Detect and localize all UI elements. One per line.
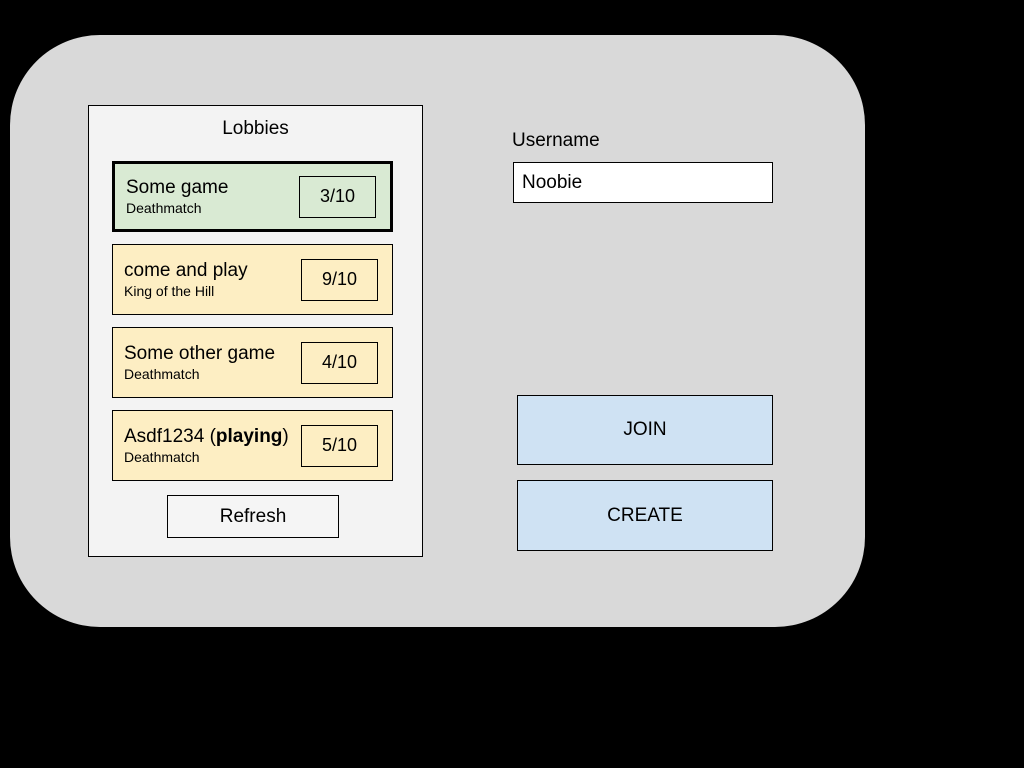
lobby-name-segment: ) [282,426,289,447]
lobby-player-count-badge: 5/10 [301,424,378,467]
lobby-item[interactable]: Asdf1234 (playing) Deathmatch 5/10 [112,410,393,481]
lobbies-panel: Lobbies Some game Deathmatch 3/10 come a… [88,105,423,557]
create-button[interactable]: CREATE [517,480,773,551]
lobby-mode: Deathmatch [124,366,200,382]
lobbies-title: Lobbies [222,118,289,139]
lobby-player-count-badge: 9/10 [301,258,378,301]
lobby-mode: Deathmatch [124,449,200,465]
lobby-name-segment: Some game [126,177,229,198]
lobby-name: come and play [124,259,301,283]
lobby-name: Some game [126,176,299,200]
lobby-player-count-badge: 3/10 [299,175,376,218]
lobby-info: Asdf1234 (playing) Deathmatch [113,425,301,466]
lobby-name-segment: Asdf1234 ( [124,426,216,447]
lobby-info: Some game Deathmatch [115,176,299,217]
lobby-item[interactable]: Some game Deathmatch 3/10 [112,161,393,232]
lobby-name: Some other game [124,342,301,366]
lobby-info: Some other game Deathmatch [113,342,301,383]
lobby-name-segment: Some other game [124,343,276,364]
lobby-name: Asdf1234 (playing) [124,425,301,449]
username-label: Username [512,130,600,151]
lobby-mode: King of the Hill [124,283,215,299]
lobby-list: Some game Deathmatch 3/10 come and play … [112,161,393,493]
lobby-player-count-badge: 4/10 [301,341,378,384]
lobby-item[interactable]: come and play King of the Hill 9/10 [112,244,393,315]
lobby-mode: Deathmatch [126,200,202,216]
app-window-card: Lobbies Some game Deathmatch 3/10 come a… [10,35,865,627]
refresh-button[interactable]: Refresh [167,495,339,538]
lobby-info: come and play King of the Hill [113,259,301,300]
lobby-item[interactable]: Some other game Deathmatch 4/10 [112,327,393,398]
username-input[interactable] [513,162,773,203]
lobby-name-segment: come and play [124,260,248,281]
join-button[interactable]: JOIN [517,395,773,465]
lobby-name-segment: playing [215,426,283,447]
